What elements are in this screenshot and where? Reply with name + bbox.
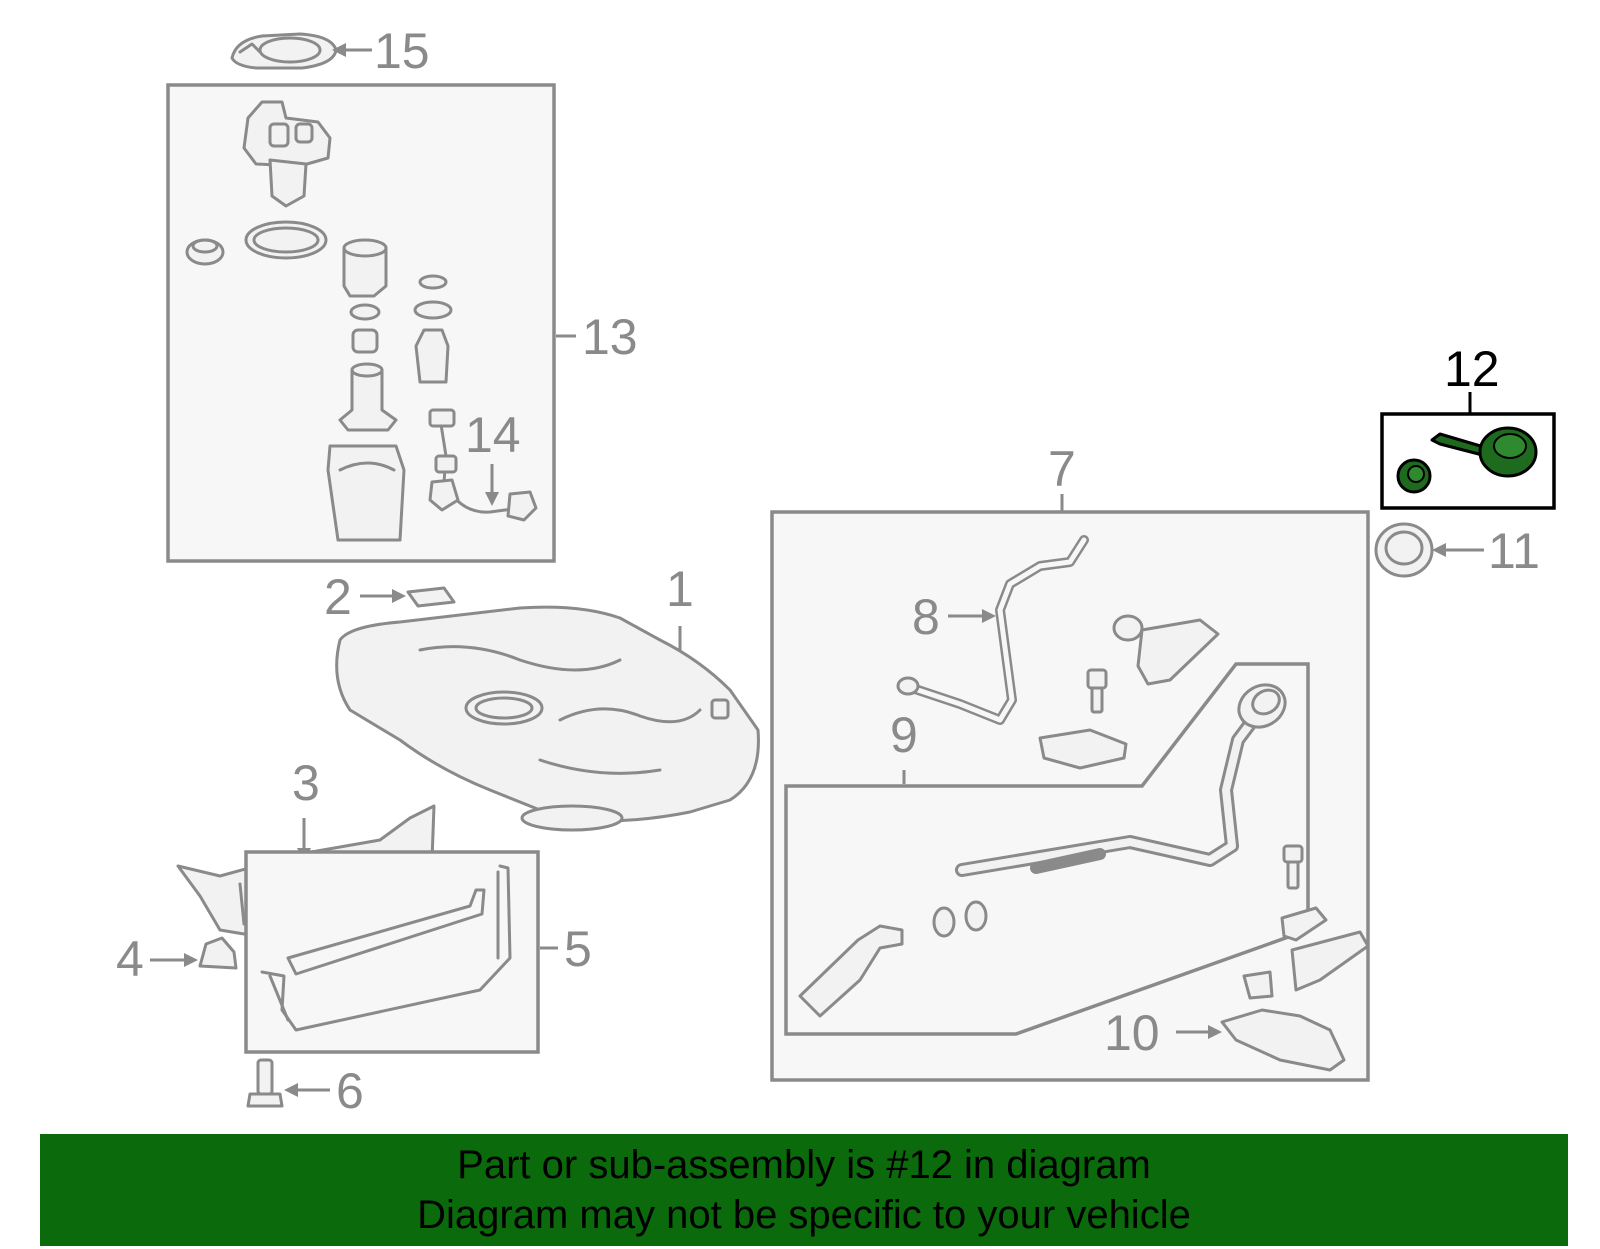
- callout-6: 6: [336, 1063, 364, 1119]
- filler-small-parts[interactable]: [1038, 614, 1220, 770]
- callout-3: 3: [292, 755, 320, 811]
- part-10-bracket[interactable]: [1220, 1008, 1346, 1072]
- part-4-grommet[interactable]: [198, 936, 238, 970]
- part-2-pad[interactable]: [406, 586, 456, 608]
- callout-2: 2: [324, 569, 352, 625]
- callout-9: 9: [890, 707, 918, 763]
- part-1-fuel-tank[interactable]: [335, 605, 760, 832]
- pump-module-parts[interactable]: [185, 100, 538, 542]
- callout-1: 1: [666, 561, 694, 617]
- callout-4: 4: [116, 931, 144, 987]
- banner-line-1: Part or sub-assembly is #12 in diagram: [457, 1143, 1151, 1187]
- callout-5: 5: [564, 921, 592, 977]
- callout-8: 8: [912, 589, 940, 645]
- part-11-filler-gasket[interactable]: [1374, 522, 1434, 578]
- callout-12: 12: [1444, 341, 1500, 397]
- callout-15: 15: [374, 23, 430, 79]
- callout-11: 11: [1488, 523, 1540, 579]
- callout-7: 7: [1048, 441, 1076, 497]
- callout-10: 10: [1104, 1005, 1160, 1061]
- part-15-retainer[interactable]: [230, 32, 338, 70]
- part-6-bolt[interactable]: [246, 1058, 284, 1108]
- part-5-straps[interactable]: [260, 864, 512, 1032]
- part-12-fuel-cap[interactable]: [1396, 426, 1538, 494]
- part-8-breather-tube[interactable]: [896, 535, 1089, 725]
- info-banner: Part or sub-assembly is #12 in diagram D…: [40, 1134, 1568, 1246]
- banner-line-2: Diagram may not be specific to your vehi…: [417, 1193, 1191, 1237]
- callout-13: 13: [582, 309, 638, 365]
- part-9-filler-pipe[interactable]: [798, 677, 1370, 1018]
- assembly-box-5: [244, 850, 540, 1054]
- callout-14: 14: [465, 407, 521, 463]
